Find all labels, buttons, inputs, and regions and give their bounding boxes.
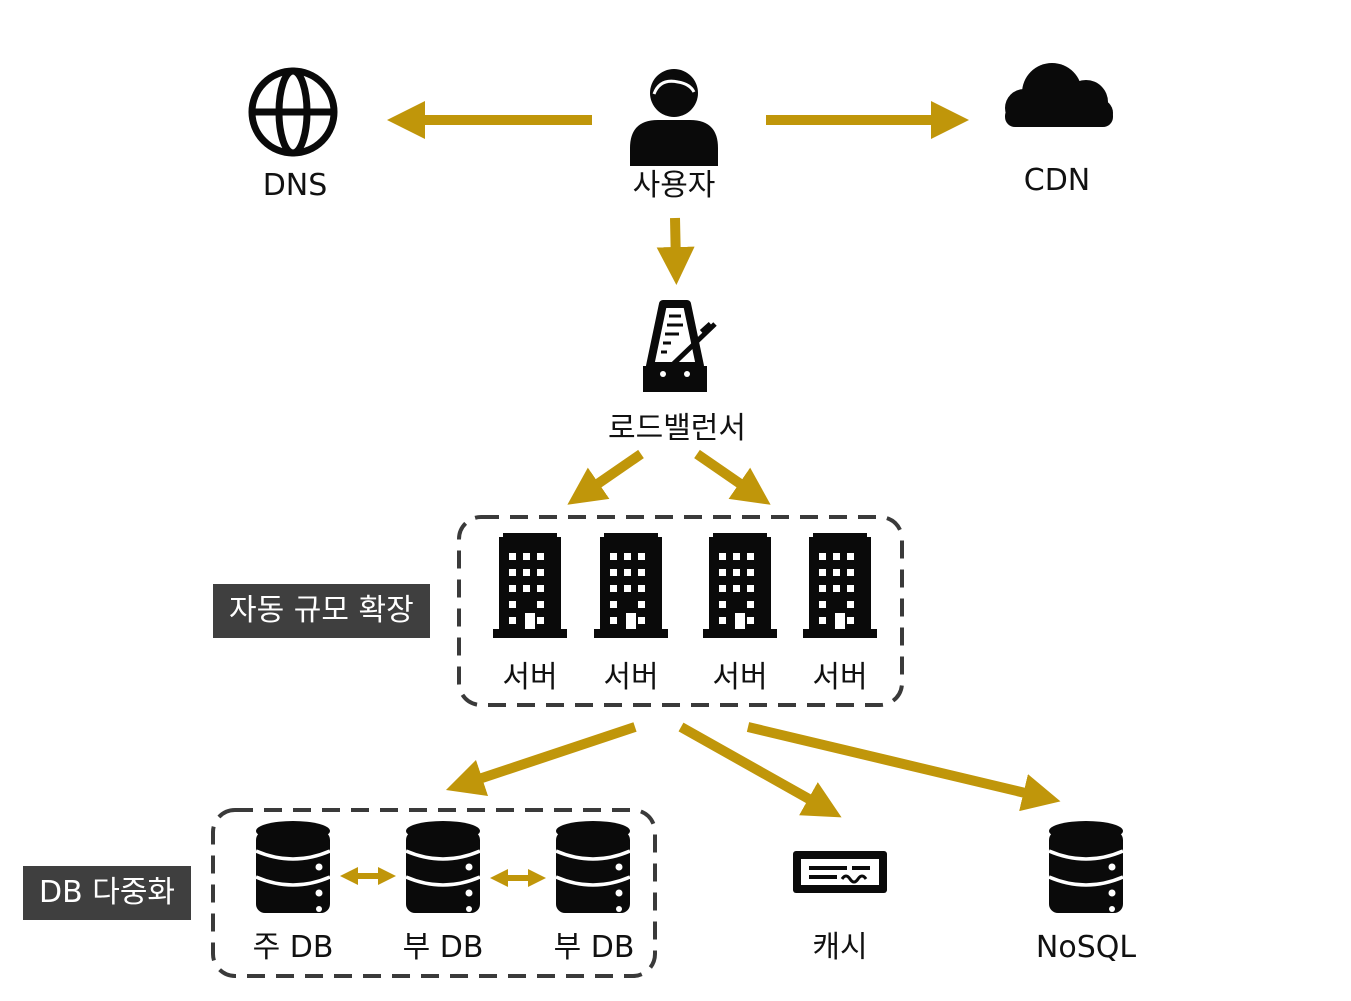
building-icon: [493, 533, 567, 638]
arrow-servers-to-cache: [678, 722, 842, 818]
building-icon: [803, 533, 877, 638]
autoscale-group-tag: 자동 규모 확장: [213, 584, 430, 638]
user-icon: [630, 69, 718, 166]
server-label: 서버: [712, 660, 768, 695]
server-label: 서버: [502, 660, 558, 695]
master-db-label: 주 DB: [252, 930, 334, 965]
autoscale-group-border: [457, 515, 904, 707]
server-label: 서버: [812, 660, 868, 695]
cache-icon: [793, 851, 887, 893]
database-icon: [254, 819, 332, 915]
db-replication-group-tag: DB 다중화: [23, 866, 192, 920]
load-balancer-label: 로드밸런서: [608, 411, 746, 446]
arrow-lb-to-server-2: [694, 449, 771, 505]
database-icon: [554, 819, 632, 915]
cloud-icon: [1005, 63, 1113, 127]
dns-label: DNS: [262, 168, 328, 203]
cache-label: 캐시: [812, 930, 868, 965]
arrow-user-to-lb: [656, 217, 695, 285]
nosql-label: NoSQL: [1035, 930, 1137, 965]
server-label: 서버: [603, 660, 659, 695]
replica-db-label: 부 DB: [553, 930, 635, 965]
arrow-servers-to-nosql: [746, 722, 1061, 812]
user-label: 사용자: [632, 168, 716, 203]
metronome-icon: [643, 300, 717, 392]
globe-icon: [248, 67, 338, 157]
cdn-label: CDN: [1023, 163, 1091, 198]
db-replication-group-border: [211, 808, 657, 978]
arrow-lb-to-server-1: [567, 449, 644, 505]
database-icon: [1047, 819, 1125, 915]
building-icon: [594, 533, 668, 638]
building-icon: [703, 533, 777, 638]
arrow-servers-to-master-db: [445, 722, 637, 797]
database-icon: [404, 819, 482, 915]
replica-db-label: 부 DB: [402, 930, 484, 965]
